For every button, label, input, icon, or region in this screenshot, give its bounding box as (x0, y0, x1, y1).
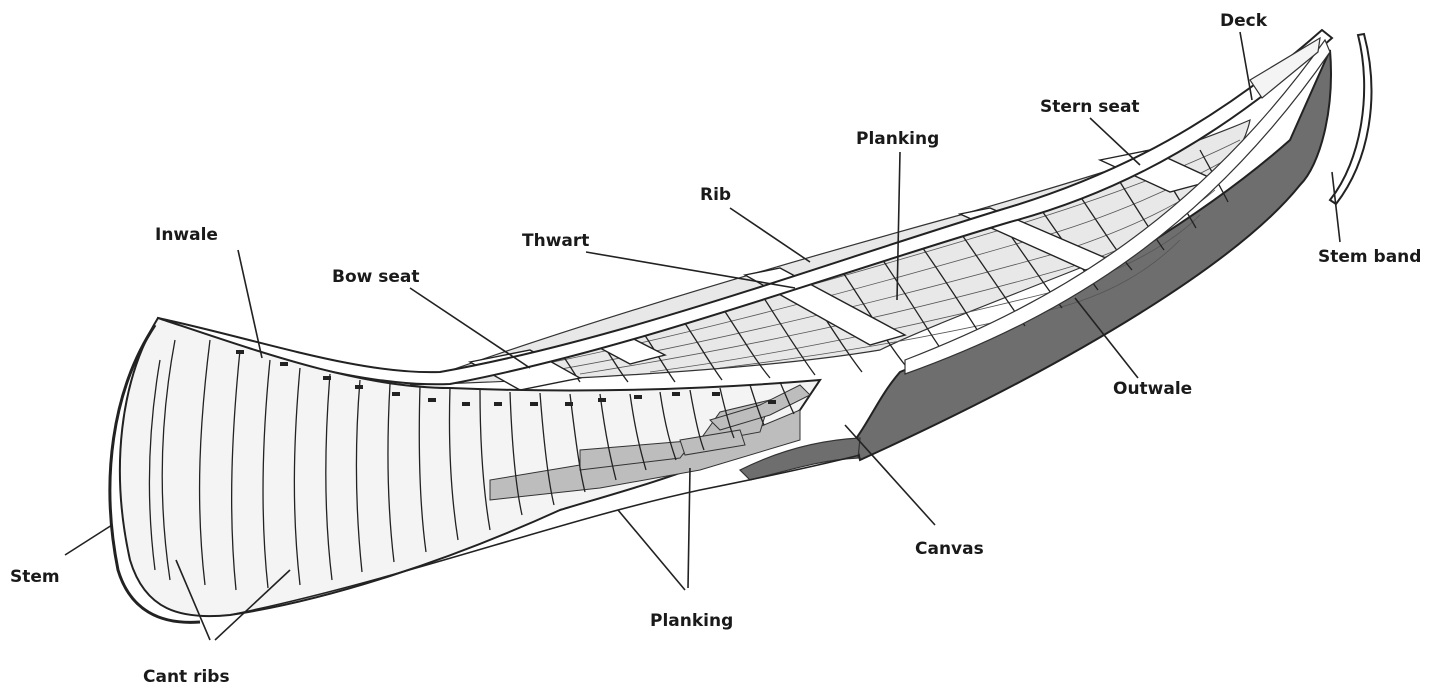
label-inwale: Inwale (155, 225, 218, 245)
label-stem: Stem (10, 567, 60, 587)
label-rib: Rib (700, 185, 731, 205)
label-deck: Deck (1220, 11, 1268, 31)
label-planking-top: Planking (856, 129, 939, 149)
label-bow-seat: Bow seat (332, 267, 420, 287)
label-cant-ribs: Cant ribs (143, 667, 230, 687)
label-outwale: Outwale (1113, 379, 1192, 399)
label-stern-seat: Stern seat (1040, 97, 1140, 117)
label-stem-band: Stem band (1318, 247, 1421, 267)
stem-band-strip (1330, 34, 1371, 204)
label-planking-bottom: Planking (650, 611, 733, 631)
label-canvas: Canvas (915, 539, 984, 559)
label-thwart: Thwart (522, 231, 589, 251)
